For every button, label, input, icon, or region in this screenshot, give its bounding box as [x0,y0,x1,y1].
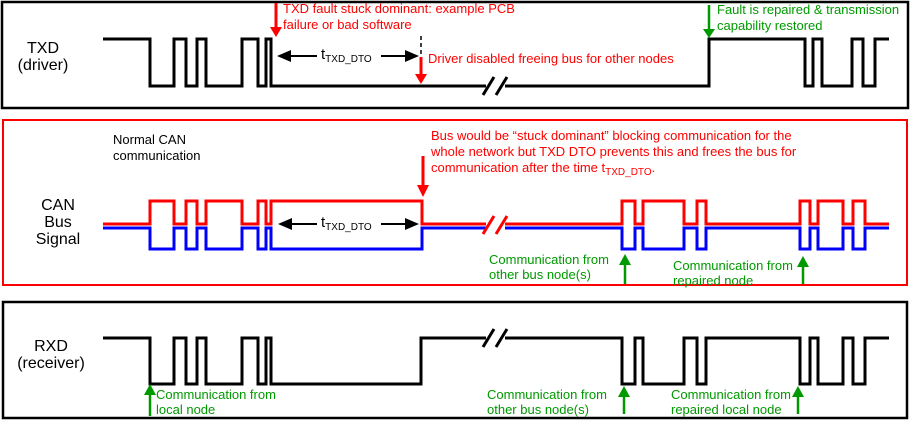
txd-signal-label-line2: (driver) [17,57,69,74]
can-comm-repaired-note-line2: repaired node [673,273,754,288]
stuck-dominant-note-line1: Bus would be “stuck dominant” blocking c… [431,128,792,143]
can-panel-border [2,119,908,286]
canl-waveform [103,226,486,251]
driver-disabled-note: Driver disabled freeing bus for other no… [428,51,674,66]
rxd-panel-graphics [1,300,909,420]
txd-signal-label: TXD (driver) [12,40,74,74]
stuck-dominant-note-line3-subscript: TXD_DTO [605,167,652,178]
time-break-icon [481,76,509,96]
fault-repaired-note-line1: Fault is repaired & transmission [717,2,900,17]
fault-repaired-note-line2: capability restored [717,18,823,33]
normal-can-note: Normal CAN communication [113,132,200,164]
can-panel-graphics [2,119,908,286]
can-signal-label-line1: CAN [41,197,75,214]
can-signal-label-line3: Signal [35,231,81,248]
comm-repaired-arrow-icon [797,256,809,284]
txd-timeout-label: tTXD_DTO [321,46,372,65]
txd-fault-note-line2: failure or bad software [283,17,412,32]
time-break-icon [481,215,509,235]
txd-signal-label-line1: TXD [27,40,59,57]
txd-fault-note-line1: TXD fault stuck dominant: example PCB [283,1,515,16]
rxd-comm-repaired-note: Communication from repaired local node [671,387,791,417]
fault-repaired-note: Fault is repaired & transmission capabil… [717,2,899,34]
can-signal-label: CAN Bus Signal [27,197,89,248]
can-signal-label-line2: Bus [44,214,72,231]
can-comm-repaired-note-line1: Communication from [673,258,793,273]
rxd-signal-label-line1: RXD [34,338,68,355]
canh-waveform [103,199,486,226]
rxd-comm-local-note: Communication from local node [156,387,276,417]
rxd-comm-repaired-note-line2: repaired local node [671,402,782,417]
can-comm-other-note: Communication from other bus node(s) [489,252,609,282]
fault-repaired-arrow-icon [703,5,715,38]
rxd-comm-other-note: Communication from other bus node(s) [487,387,607,417]
time-break-icon [481,328,509,348]
stuck-dominant-note: Bus would be “stuck dominant” blocking c… [431,128,796,178]
timing-parameter-base: t [321,46,326,63]
rxd-waveform-after-break [505,336,889,386]
canh-waveform-after-break [505,199,889,226]
stuck-dominant-note-line3-suffix: . [651,160,656,175]
canl-waveform-after-break [505,226,889,251]
rxd-comm-repaired-note-line1: Communication from [671,387,791,402]
normal-can-note-line1: Normal CAN [113,132,186,147]
can-timeout-span-arrow [278,218,419,230]
stuck-dominant-note-line3: communication after the time tTXD_DTO. [431,160,796,178]
txd-waveform-after-break [505,37,889,88]
txd-fault-note: TXD fault stuck dominant: example PCB fa… [283,1,515,33]
comm-repaired-arrow-icon [792,386,804,414]
rxd-waveform [103,336,486,386]
timing-parameter-subscript: TXD_DTO [325,222,372,233]
can-comm-other-note-line2: other bus node(s) [489,267,591,282]
rxd-comm-other-note-line2: other bus node(s) [487,402,589,417]
txd-panel-graphics [0,0,910,110]
stuck-dominant-note-line3-prefix: communication after the time t [431,160,606,175]
driver-disabled-arrow-icon [415,57,427,84]
rxd-panel-border [1,300,909,420]
stuck-dominant-note-line2: whole network but TXD DTO prevents this … [431,144,797,159]
can-comm-repaired-note: Communication from repaired node [673,258,793,288]
txd-fault-arrow-icon [270,3,282,37]
rxd-signal-label: RXD (receiver) [15,338,87,372]
txd-panel-border [0,0,910,110]
comm-other-arrow-icon [618,386,630,414]
rxd-comm-other-note-line1: Communication from [487,387,607,402]
rxd-comm-local-note-line1: Communication from [156,387,276,402]
can-comm-other-note-line1: Communication from [489,252,609,267]
stuck-dominant-arrow-icon [417,156,429,197]
comm-other-arrow-icon [619,254,631,284]
txd-timeout-span-arrow [277,50,419,62]
normal-can-note-line2: communication [113,148,201,163]
rxd-signal-label-line2: (receiver) [17,355,85,372]
timing-parameter-base: t [321,214,326,231]
comm-local-arrow-icon [144,384,156,416]
txd-waveform [103,37,486,88]
can-timeout-label: tTXD_DTO [321,214,372,233]
timing-parameter-subscript: TXD_DTO [325,54,372,65]
rxd-comm-local-note-line2: local node [156,402,216,417]
